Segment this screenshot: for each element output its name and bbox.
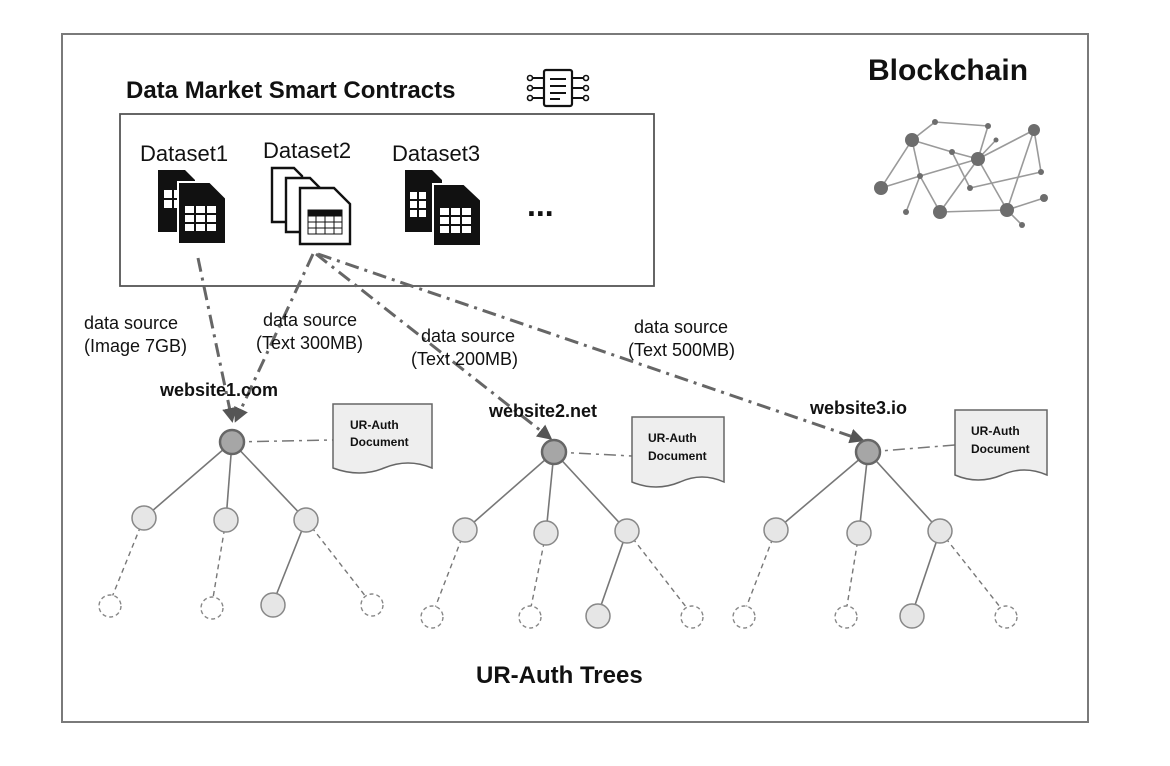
ur-auth-document-1: UR-Auth Document <box>332 403 433 474</box>
tree3-node <box>763 517 789 543</box>
source4-label-line1: data source <box>634 317 728 337</box>
ur-auth-tree-2 <box>420 438 704 629</box>
source1-label-line1: data source <box>84 313 178 333</box>
website1-label: website1.com <box>159 380 278 400</box>
ur-auth-trees-label: UR-Auth Trees <box>476 662 643 689</box>
outer-frame <box>61 33 1089 723</box>
dataset1-spreadsheet-icon <box>158 170 227 245</box>
doc3-line1: UR-Auth <box>971 424 1020 438</box>
tree3-node <box>927 518 953 544</box>
tree2-node <box>533 520 559 546</box>
dataset-container <box>119 113 655 287</box>
doc3-line2: Document <box>971 442 1030 456</box>
dataset3-spreadsheet-icon <box>405 170 482 247</box>
ur-auth-tree-1 <box>98 428 384 620</box>
tree1-pending-node <box>98 594 122 618</box>
tree1-pending-node <box>360 593 384 617</box>
tree1-root-node <box>218 428 246 456</box>
source1-label-line2: (Image 7GB) <box>84 336 187 356</box>
tree1-node <box>293 507 319 533</box>
tree3-leaf-node <box>899 603 925 629</box>
tree2-root-node <box>540 438 568 466</box>
doc1-line2: Document <box>350 435 409 449</box>
tree3-pending-node <box>834 605 858 629</box>
tree1-leaf-node <box>260 592 286 618</box>
tree3-pending-node <box>994 605 1018 629</box>
blockchain-label: Blockchain <box>868 54 1028 87</box>
tree1-node <box>213 507 239 533</box>
dataset2-document-icon <box>270 166 352 246</box>
tree2-pending-node <box>420 605 444 629</box>
tree2-pending-node <box>518 605 542 629</box>
website2-label: website2.net <box>488 401 597 421</box>
ur-auth-tree-3 <box>732 438 1018 629</box>
arrow-dataset2-website2 <box>315 252 553 440</box>
source3-label-line1: data source <box>421 326 515 346</box>
doc1-line1: UR-Auth <box>350 418 399 432</box>
arrow-dataset2-website1 <box>234 253 315 423</box>
arrow-dataset1-website1 <box>196 257 237 423</box>
tree3-node <box>846 520 872 546</box>
source2-label-line1: data source <box>263 310 357 330</box>
source2-label-line2: (Text 300MB) <box>256 333 363 353</box>
dataset2-label: Dataset2 <box>263 138 351 163</box>
tree1-node <box>131 505 157 531</box>
tree2-node <box>614 518 640 544</box>
arrow-dataset2-website3 <box>317 252 865 444</box>
tree2-pending-node <box>680 605 704 629</box>
smart-contract-icon <box>526 68 590 108</box>
tree1-pending-node <box>200 596 224 620</box>
tree2-leaf-node <box>585 603 611 629</box>
ur-auth-document-3: UR-Auth Document <box>954 409 1048 481</box>
more-datasets-ellipsis: ... <box>527 187 554 223</box>
source4-label-line2: (Text 500MB) <box>628 340 735 360</box>
doc2-line2: Document <box>648 449 707 463</box>
tree3-pending-node <box>732 605 756 629</box>
tree2-node <box>452 517 478 543</box>
tree3-root-node <box>854 438 882 466</box>
dataset1-label: Dataset1 <box>140 141 228 166</box>
website3-label: website3.io <box>809 398 907 418</box>
blockchain-network-icon <box>874 119 1048 228</box>
dataset3-label: Dataset3 <box>392 141 480 166</box>
doc2-line1: UR-Auth <box>648 431 697 445</box>
ur-auth-document-2: UR-Auth Document <box>631 416 725 488</box>
page-title: Data Market Smart Contracts <box>126 77 455 104</box>
source3-label-line2: (Text 200MB) <box>411 349 518 369</box>
